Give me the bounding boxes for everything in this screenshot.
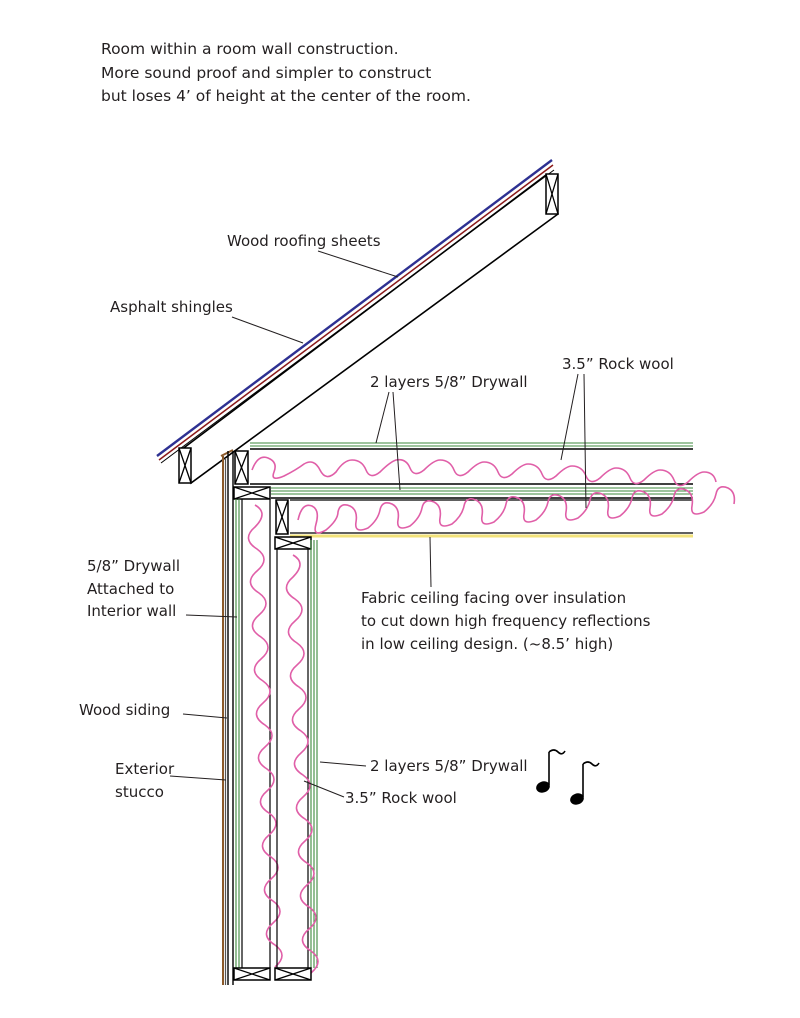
label-drywall-ceiling: 2 layers 5/8” Drywall — [370, 373, 528, 391]
inner-room-wall — [274, 536, 319, 981]
rafter-end-block-bottom — [178, 447, 192, 484]
leader-wood-siding — [182, 713, 228, 719]
label-asphalt-shingles: Asphalt shingles — [110, 298, 233, 316]
asphalt-shingles-layer — [156, 159, 553, 457]
roof-assembly — [156, 159, 559, 485]
roof-sheathing-line — [160, 169, 555, 464]
roof-rafter — [180, 173, 559, 485]
label-drywall-attached-1: 5/8” Drywall — [87, 557, 180, 575]
label-rock-wool-wall: 3.5” Rock wool — [345, 789, 457, 807]
leader-lines — [169, 250, 587, 798]
leader-drywall-upper — [375, 391, 390, 444]
label-fabric-3: in low ceiling design. (~8.5’ high) — [361, 635, 613, 653]
label-drywall-attached-2: Attached to — [87, 580, 174, 598]
label-rock-wool-ceiling: 3.5” Rock wool — [562, 355, 674, 373]
rock-wool-inner-wall — [285, 554, 319, 974]
leader-asphalt — [231, 316, 304, 344]
interior-wall-top-plate — [233, 486, 271, 500]
intro-line-3: but loses 4’ of height at the center of … — [101, 87, 471, 105]
inner-wall-bottom-plate — [274, 967, 312, 981]
label-wood-siding: Wood siding — [79, 701, 170, 719]
leader-rock-wool-inner — [583, 373, 587, 509]
interior-wall — [233, 486, 283, 981]
label-fabric-1: Fabric ceiling facing over insulation — [361, 589, 626, 607]
rock-wool-upper-ceiling — [251, 456, 717, 487]
leader-drywall-attached — [185, 614, 238, 618]
exterior-top-plate — [234, 450, 249, 485]
inner-ceiling-end-block — [275, 499, 289, 535]
label-exterior-stucco-1: Exterior — [115, 760, 175, 778]
intro-line-1: Room within a room wall construction. — [101, 40, 399, 58]
leader-rock-wool-wall — [303, 780, 345, 798]
leader-rock-wool-upper — [560, 373, 579, 461]
leader-fabric — [429, 536, 432, 588]
label-drywall-wall: 2 layers 5/8” Drywall — [370, 757, 528, 775]
exterior-wall — [220, 449, 249, 985]
label-drywall-attached-3: Interior wall — [87, 602, 176, 620]
rafter-end-block-top — [545, 173, 559, 215]
leader-drywall-inner — [392, 391, 401, 491]
music-notes-icon — [536, 749, 600, 805]
inner-wall-top-plate — [274, 536, 312, 550]
label-fabric-2: to cut down high frequency reflections — [361, 612, 651, 630]
inner-ceiling — [271, 486, 736, 538]
label-exterior-stucco-2: stucco — [115, 783, 164, 801]
label-wood-roofing-sheets: Wood roofing sheets — [227, 232, 381, 250]
rock-wool-interior-wall — [247, 504, 283, 968]
leader-drywall-wall — [319, 761, 367, 767]
leader-stucco — [169, 775, 227, 781]
interior-wall-bottom-plate — [233, 967, 271, 981]
rock-wool-inner-ceiling — [297, 486, 736, 534]
intro-line-2: More sound proof and simpler to construc… — [101, 64, 431, 82]
upper-ceiling — [250, 442, 717, 487]
wood-roofing-sheets-layer — [158, 164, 554, 461]
leader-wood-roofing — [317, 250, 399, 278]
